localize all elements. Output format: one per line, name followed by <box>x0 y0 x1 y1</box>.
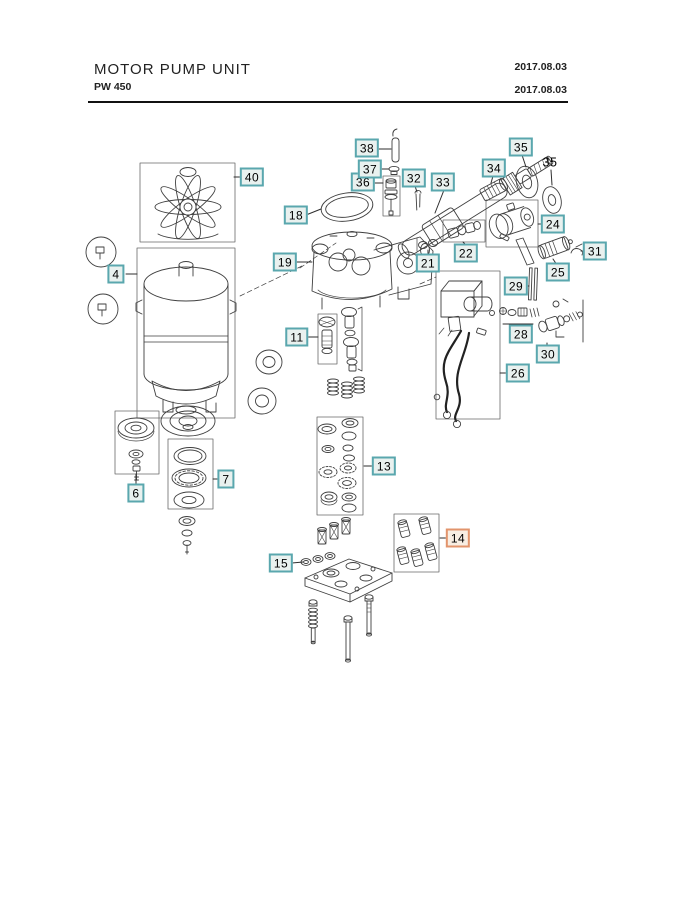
dipstick-parts <box>384 128 400 216</box>
part-label-37[interactable]: 37 <box>357 159 383 179</box>
motor-4 <box>135 261 237 415</box>
part-label-4[interactable]: 4 <box>107 264 125 284</box>
hardware-28 <box>499 307 540 318</box>
unloader-30 <box>538 298 584 343</box>
valve-kit-14 <box>396 516 438 567</box>
part-label-28[interactable]: 28 <box>508 324 534 344</box>
part-label-25[interactable]: 25 <box>545 262 571 282</box>
revision-date-2: 2017.08.03 <box>514 84 567 96</box>
part-label-33[interactable]: 33 <box>430 172 456 192</box>
part-label-35-text: 35 <box>542 154 558 169</box>
bearings <box>247 349 283 415</box>
part-label-26[interactable]: 26 <box>505 363 531 383</box>
screw-callouts <box>85 236 119 325</box>
washer-35a <box>515 165 539 199</box>
part-label-7[interactable]: 7 <box>217 469 235 489</box>
kit-6 <box>117 417 155 481</box>
part-label-11[interactable]: 11 <box>285 327 309 347</box>
manifold-15 <box>300 517 393 663</box>
part-label-32[interactable]: 32 <box>401 168 427 188</box>
part-label-6[interactable]: 6 <box>127 483 145 503</box>
model-code: PW 450 <box>94 81 132 93</box>
part-label-13[interactable]: 13 <box>371 456 397 476</box>
fan-40 <box>154 167 222 240</box>
kit-7 <box>171 447 207 555</box>
clip-31 <box>570 243 584 256</box>
conrod-parts-21-22 <box>416 221 481 252</box>
pulley <box>160 405 216 437</box>
electrics-26 <box>433 280 495 429</box>
part-label-34[interactable]: 34 <box>481 158 507 178</box>
springs <box>327 376 365 399</box>
washer-35b <box>542 186 562 214</box>
shims-29 <box>527 267 539 301</box>
part-label-14[interactable]: 14 <box>445 528 471 548</box>
motor-end-24 <box>488 202 535 266</box>
plug-34 <box>479 178 508 202</box>
piston-25 <box>537 236 573 260</box>
header-divider <box>88 101 568 103</box>
valve-stack <box>341 306 363 372</box>
cotter-pin-32 <box>414 190 422 211</box>
page-title: MOTOR PUMP UNIT <box>94 61 251 78</box>
valve-11 <box>318 316 336 355</box>
part-label-21[interactable]: 21 <box>415 253 441 273</box>
group-frames <box>114 162 539 573</box>
part-label-15[interactable]: 15 <box>268 553 294 573</box>
pump-head-19 <box>311 230 434 310</box>
oring-18 <box>320 192 374 222</box>
axis-lines <box>239 242 437 297</box>
seal-kit-13 <box>317 418 359 513</box>
part-label-19[interactable]: 19 <box>272 252 298 272</box>
part-label-35[interactable]: 35 <box>508 137 534 157</box>
part-label-31[interactable]: 31 <box>582 241 608 261</box>
part-label-29[interactable]: 29 <box>503 276 529 296</box>
part-label-24[interactable]: 24 <box>540 214 566 234</box>
part-label-22[interactable]: 22 <box>453 243 479 263</box>
part-label-40[interactable]: 40 <box>239 167 265 187</box>
part-label-18[interactable]: 18 <box>283 205 309 225</box>
part-label-38[interactable]: 38 <box>354 138 380 158</box>
revision-date-1: 2017.08.03 <box>514 61 567 73</box>
part-label-30[interactable]: 30 <box>535 344 561 364</box>
